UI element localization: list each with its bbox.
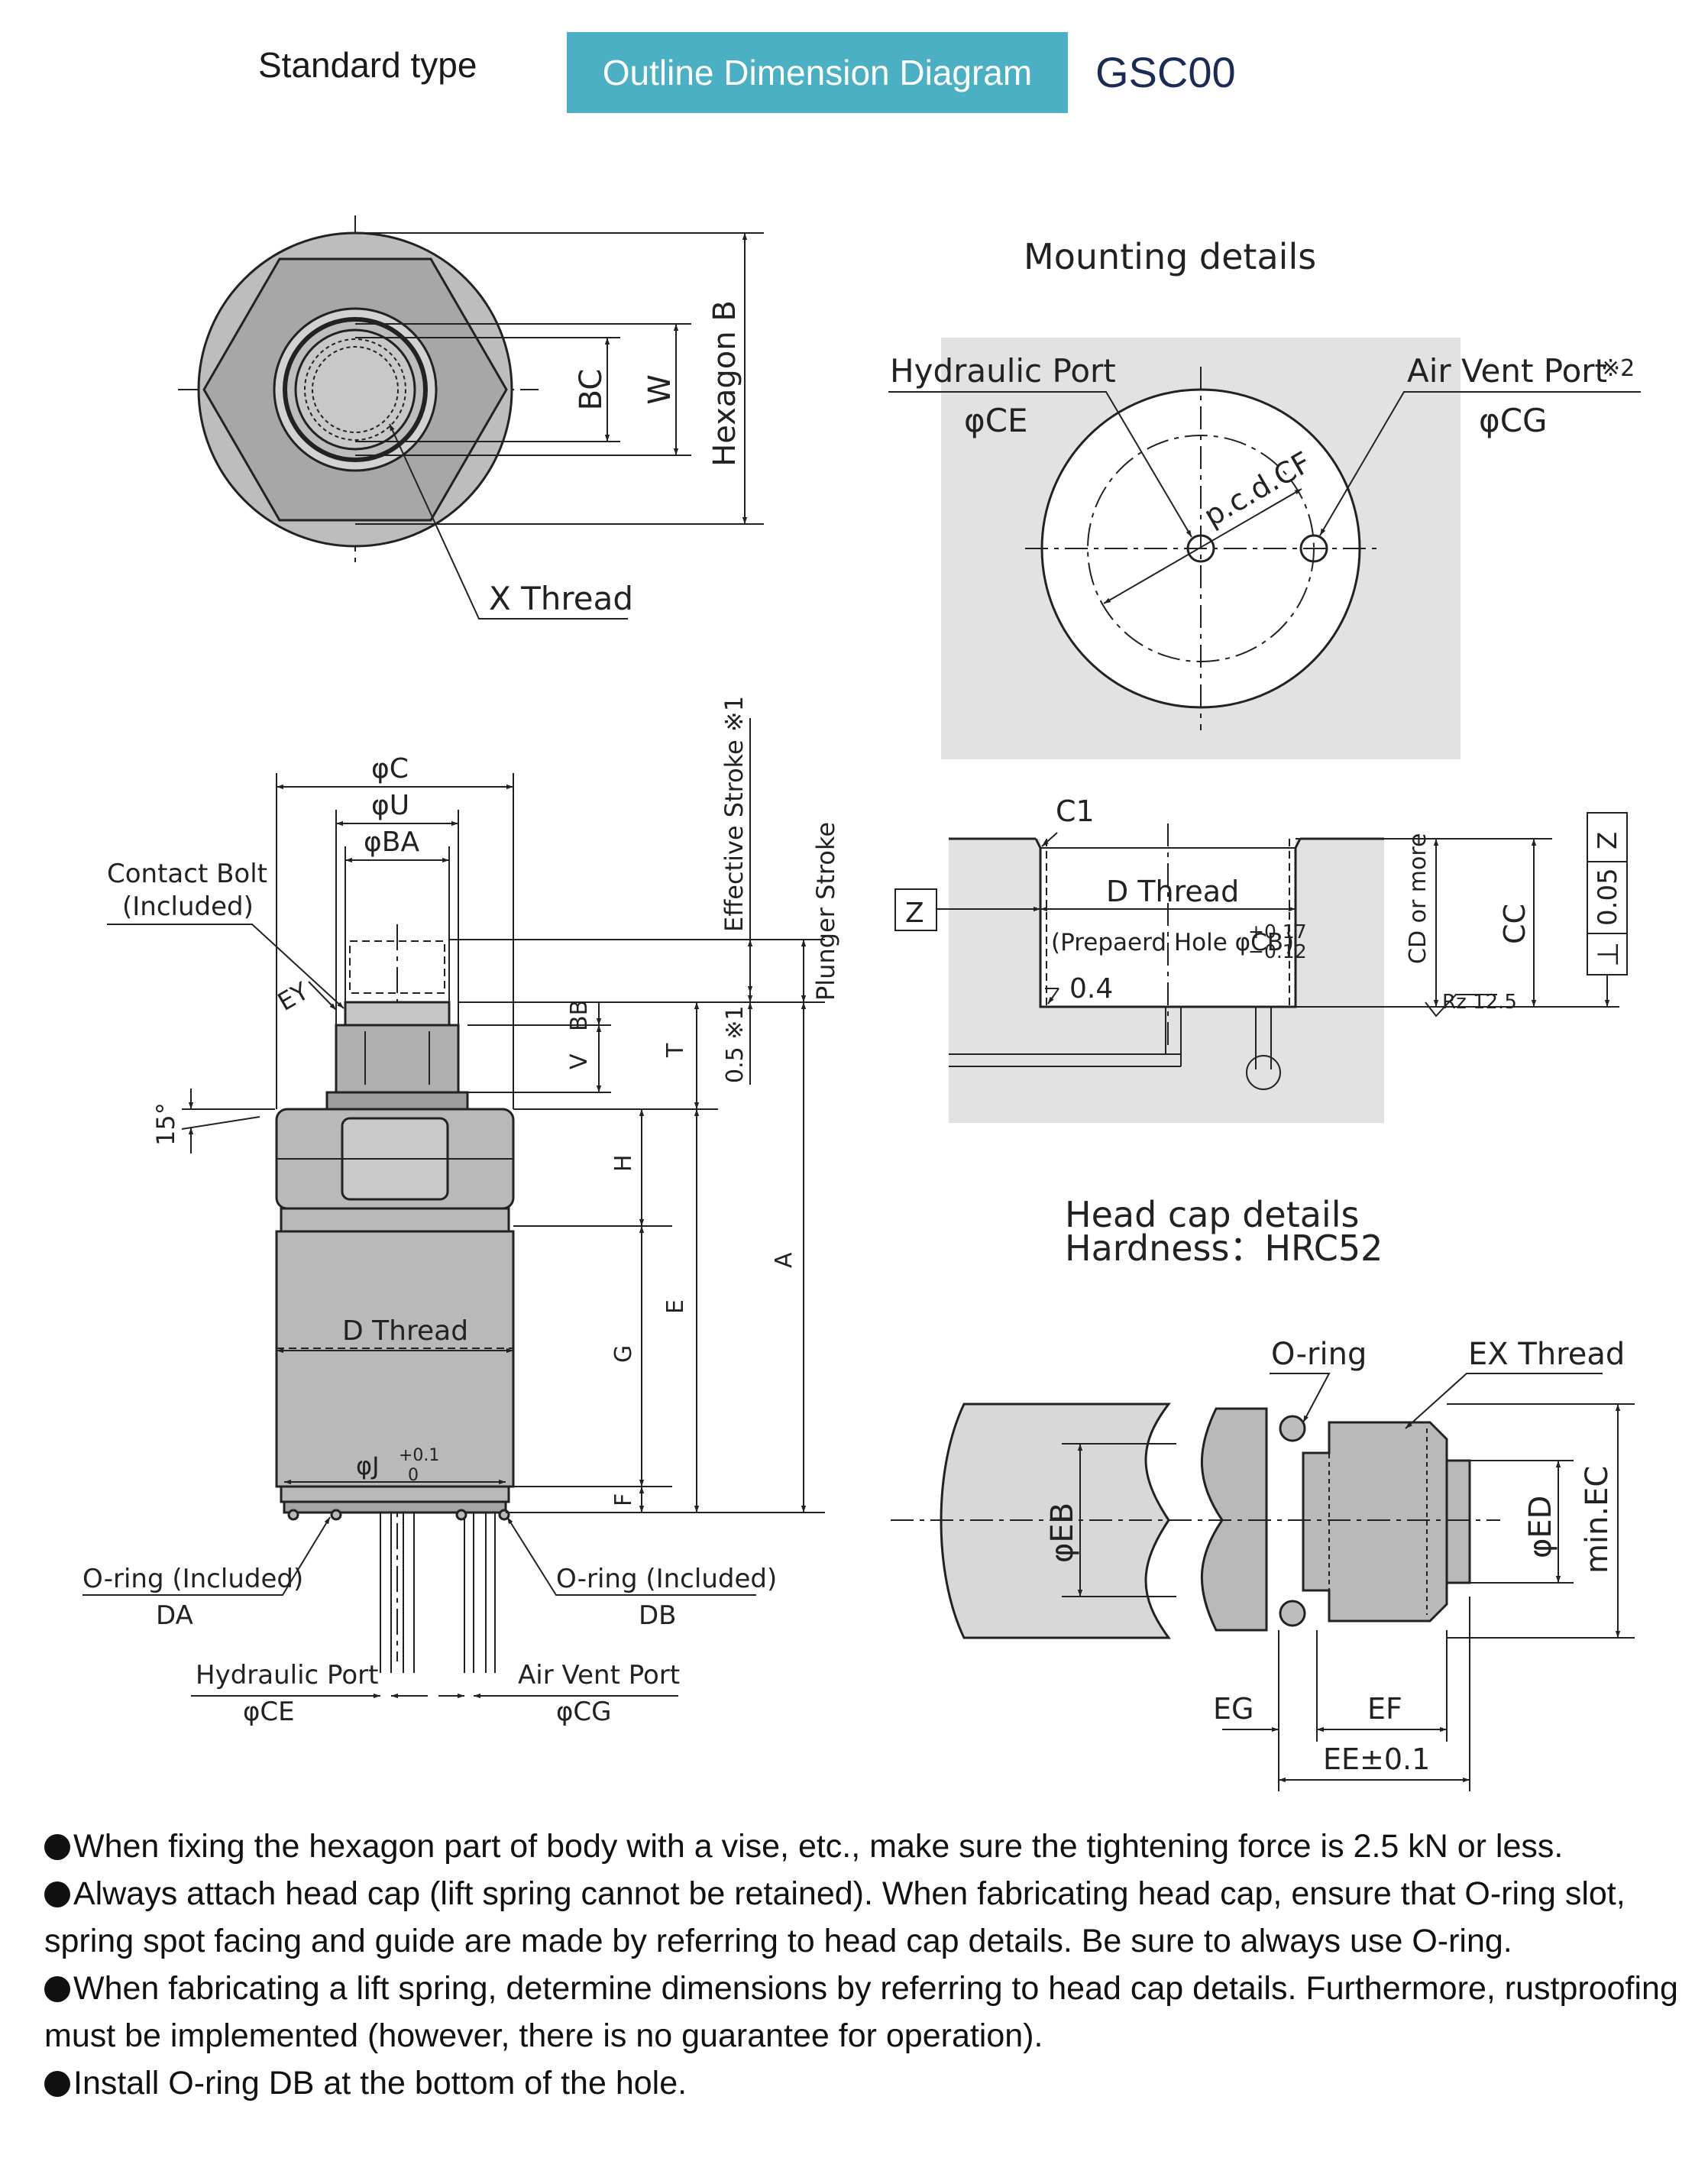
head-cap-title: Head cap details bbox=[1065, 1194, 1359, 1235]
note-text: Always attach head cap (lift spring cann… bbox=[44, 1875, 1626, 1959]
h-label: H bbox=[610, 1154, 637, 1172]
t-label: T bbox=[662, 1043, 689, 1058]
f-label: F bbox=[610, 1493, 637, 1506]
bullet-icon bbox=[44, 1834, 70, 1860]
cc-label: CC bbox=[1498, 904, 1532, 944]
prepared-hole-label: (Prepaerd Hole φCB bbox=[1051, 929, 1283, 956]
ee-label: EE±0.1 bbox=[1323, 1742, 1430, 1776]
prepared-hole-tol-upper: +0.17 bbox=[1248, 920, 1307, 943]
body-d-thread-label: D Thread bbox=[342, 1315, 468, 1347]
front-view bbox=[82, 718, 825, 1699]
ex-thread-label: EX Thread bbox=[1468, 1337, 1625, 1372]
phi-c-label: φC bbox=[371, 753, 409, 785]
mounting-details-title: Mounting details bbox=[1024, 236, 1316, 277]
g-label: G bbox=[610, 1345, 637, 1363]
e-label: E bbox=[662, 1299, 689, 1314]
w-label: W bbox=[642, 374, 678, 405]
head-cap-oring-label: O-ring bbox=[1271, 1337, 1367, 1372]
c1-label: C1 bbox=[1056, 794, 1095, 828]
front-hydraulic-dia: φCE bbox=[243, 1697, 295, 1727]
chamfer-label: 0.4 bbox=[1069, 973, 1113, 1005]
hole-d-thread: D Thread bbox=[1106, 875, 1239, 908]
note-item: Install O-ring DB at the bottom of the h… bbox=[44, 2059, 1687, 2107]
phi-ba-label: φBA bbox=[364, 827, 419, 858]
body-cylinder bbox=[275, 1230, 515, 1488]
note-item: When fabricating a lift spring, determin… bbox=[44, 1965, 1687, 2059]
front-air-vent-dia: φCG bbox=[556, 1697, 612, 1727]
hexagon-b-label: Hexagon B bbox=[707, 300, 742, 467]
front-air-vent-label: Air Vent Port bbox=[518, 1660, 680, 1690]
cd-label: CD or more bbox=[1405, 833, 1431, 964]
standard-type-label: Standard type bbox=[258, 45, 477, 85]
air-vent-note: ※2 bbox=[1601, 355, 1635, 382]
head-cap-drawing bbox=[891, 1373, 1635, 1791]
hole-section bbox=[894, 812, 1628, 1123]
prepared-hole-close: ) bbox=[1285, 929, 1294, 956]
top-view bbox=[178, 215, 764, 620]
bb-label: BB bbox=[566, 1000, 593, 1031]
perp-value: 0.05 bbox=[1593, 868, 1623, 926]
note-text: When fixing the hexagon part of body wit… bbox=[73, 1828, 1564, 1865]
ed-label: φED bbox=[1523, 1496, 1558, 1558]
hydraulic-port-dia: φCE bbox=[964, 402, 1028, 439]
bullet-icon bbox=[44, 1976, 70, 2002]
note-text: When fabricating a lift spring, determin… bbox=[44, 1970, 1678, 2054]
bc-label: BC bbox=[574, 369, 609, 411]
eg-label: EG bbox=[1213, 1692, 1254, 1726]
oring-left-label: O-ring (Included) bbox=[82, 1564, 303, 1594]
model-number: GSC00 bbox=[1095, 48, 1236, 96]
phi-j-tol-lower: 0 bbox=[408, 1466, 419, 1485]
contact-bolt-label: Contact Bolt bbox=[107, 859, 267, 889]
prepared-hole-tol-lower: −0.12 bbox=[1248, 940, 1307, 963]
hardness-label: Hardness：HRC52 bbox=[1065, 1228, 1383, 1269]
perp-symbol: ⊥ bbox=[1591, 942, 1625, 967]
note-text: Install O-ring DB at the bottom of the h… bbox=[73, 2065, 687, 2101]
plunger-stroke-label: Plunger Stroke bbox=[811, 822, 840, 1001]
angle-15-label: 15° bbox=[151, 1102, 180, 1146]
mounting-plan bbox=[888, 367, 1641, 730]
air-vent-port-dia: φCG bbox=[1479, 402, 1548, 439]
z-datum-label: Z bbox=[905, 898, 924, 929]
note-item: Always attach head cap (lift spring cann… bbox=[44, 1870, 1687, 1965]
bullet-icon bbox=[44, 2071, 70, 2097]
ey-label: EY bbox=[273, 976, 314, 1017]
perp-datum: Z bbox=[1593, 832, 1623, 849]
eb-label: φEB bbox=[1045, 1503, 1080, 1563]
v-label: V bbox=[566, 1053, 593, 1069]
dimension-drawing: BC W Hexagon B X Thread Mounting details… bbox=[82, 215, 1641, 1791]
phi-u-label: φU bbox=[371, 790, 409, 821]
contact-bolt-head bbox=[344, 1001, 451, 1027]
phi-j-tol-upper: +0.1 bbox=[399, 1446, 439, 1465]
half-mm-label: 0.5 ※1 bbox=[722, 1006, 749, 1083]
bullet-icon bbox=[44, 1881, 70, 1907]
ec-label: min.EC bbox=[1580, 1466, 1615, 1574]
ef-label: EF bbox=[1367, 1692, 1402, 1726]
hydraulic-port-label: Hydraulic Port bbox=[890, 352, 1116, 390]
notes-section: When fixing the hexagon part of body wit… bbox=[44, 1823, 1687, 2107]
outline-dimension-badge: Outline Dimension Diagram bbox=[567, 32, 1068, 113]
note-item: When fixing the hexagon part of body wit… bbox=[44, 1823, 1687, 1870]
oring-right-code: DB bbox=[639, 1600, 677, 1631]
effective-stroke-label: Effective Stroke ※1 bbox=[720, 696, 749, 932]
a-label: A bbox=[771, 1252, 797, 1268]
x-thread-label: X Thread bbox=[489, 580, 633, 617]
front-hydraulic-port-label: Hydraulic Port bbox=[196, 1660, 378, 1690]
roughness-label: Rz 12.5 bbox=[1442, 991, 1517, 1014]
oring-left-code: DA bbox=[156, 1600, 193, 1631]
oring-right-label: O-ring (Included) bbox=[556, 1564, 777, 1594]
air-vent-port-label: Air Vent Port bbox=[1407, 352, 1607, 390]
phi-j-label: φJ bbox=[356, 1451, 380, 1480]
contact-bolt-sub: (Included) bbox=[122, 891, 254, 922]
